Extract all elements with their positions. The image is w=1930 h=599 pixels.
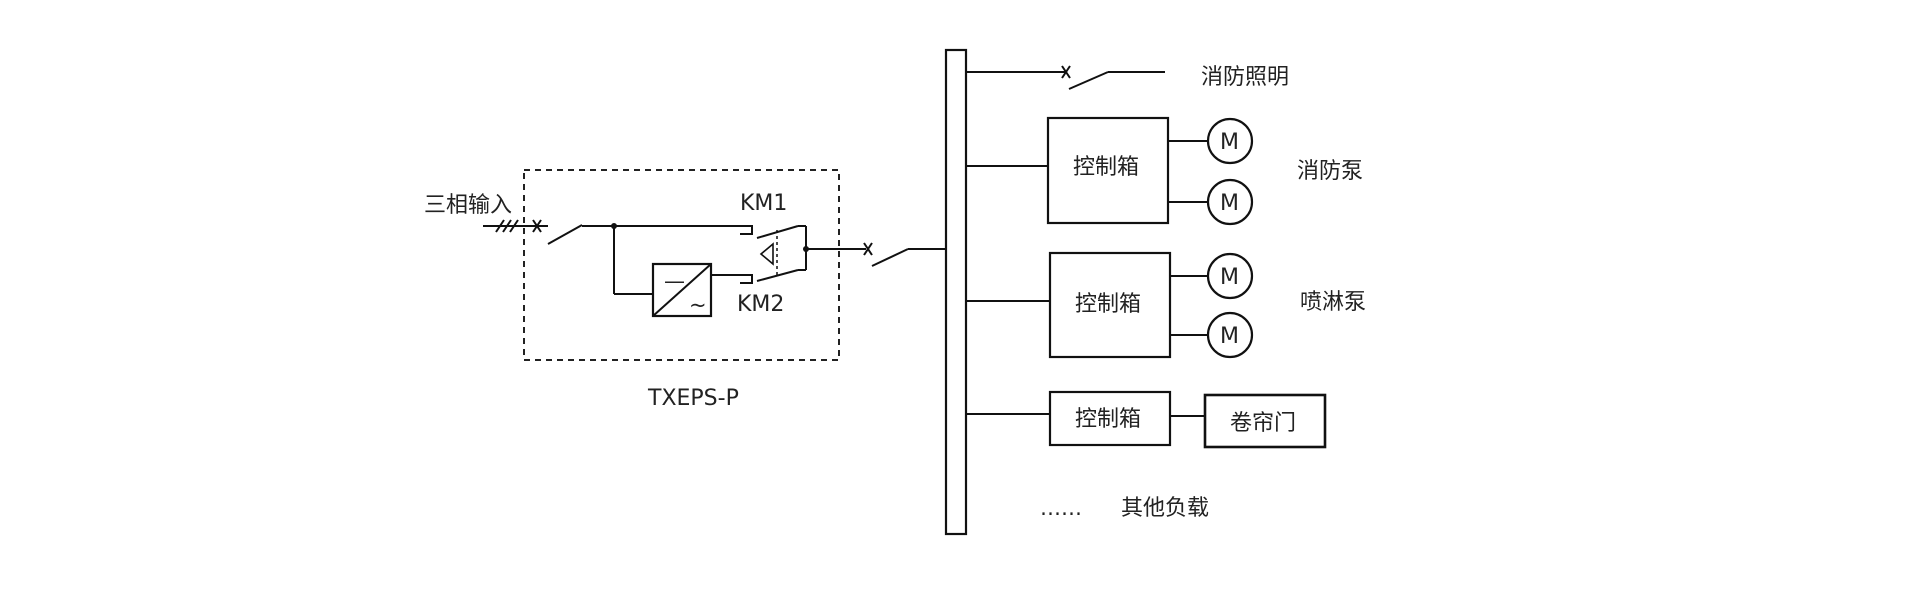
motor-1b-label: M <box>1220 191 1239 216</box>
input-label: 三相输入 <box>424 193 512 218</box>
load-fire-lighting-label: 消防照明 <box>1201 65 1289 90</box>
branch-sprinkler-pump <box>966 251 1254 359</box>
rolling-door-label: 卷帘门 <box>1230 411 1296 436</box>
control-box-2-label: 控制箱 <box>1075 292 1141 317</box>
inverter-dc-symbol: — <box>664 269 685 293</box>
control-box-1 <box>1046 116 1170 225</box>
motor-icon <box>1206 311 1254 359</box>
motor-icon <box>1206 117 1254 165</box>
control-box-3 <box>1048 390 1172 447</box>
internal-wiring <box>582 223 740 295</box>
load-fire-pump-label: 消防泵 <box>1297 159 1363 184</box>
motor-icon <box>1206 252 1254 300</box>
branch-fire-lighting <box>966 65 1165 90</box>
control-box-1-label: 控制箱 <box>1073 155 1139 180</box>
rolling-door-device <box>1203 393 1327 449</box>
inverter-ac-symbol: ~ <box>689 293 707 317</box>
output-breaker <box>806 242 946 267</box>
motor-2a-label: M <box>1220 265 1239 290</box>
load-sprinkler-pump-label: 喷淋泵 <box>1300 290 1366 315</box>
input-breaker-switch <box>547 224 583 245</box>
other-loads-label: 其他负载 <box>1121 496 1209 521</box>
inverter-module: — ~ <box>651 262 713 318</box>
motor-icon <box>1206 178 1254 226</box>
input-line <box>483 219 548 233</box>
control-box-3-label: 控制箱 <box>1075 407 1141 432</box>
motor-1a-label: M <box>1220 130 1239 155</box>
bus-bar <box>944 48 968 536</box>
branch-fire-pump <box>966 116 1254 226</box>
eps-enclosure <box>523 169 840 361</box>
eps-model-label: TXEPS-P <box>647 386 739 411</box>
motor-2b-label: M <box>1220 324 1239 349</box>
transfer-switch <box>756 225 809 282</box>
branch-rolling-door <box>966 390 1327 449</box>
contactor-coils <box>740 225 753 284</box>
other-loads-ellipsis: …… <box>1040 496 1082 520</box>
contactor-km1-label: KM1 <box>740 191 787 216</box>
contactor-km2-label: KM2 <box>737 292 784 317</box>
control-box-2 <box>1048 251 1172 359</box>
